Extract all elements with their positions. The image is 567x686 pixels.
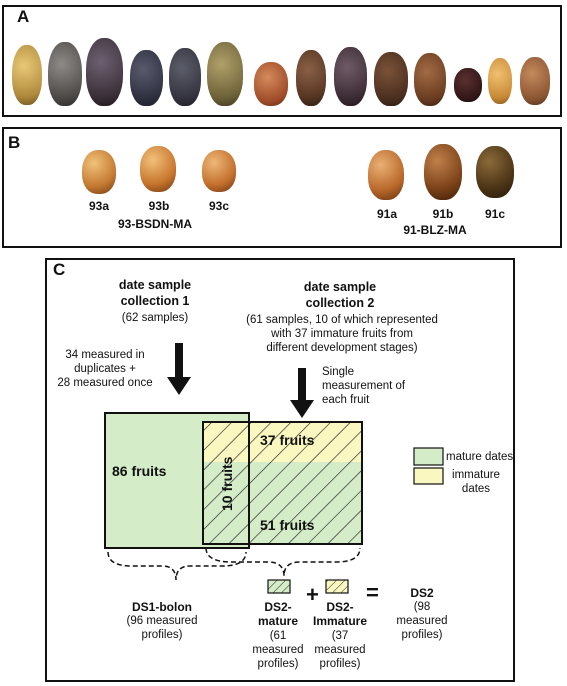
collection1-title: date sample collection 1 (118, 278, 192, 308)
date-fruit-image (140, 146, 176, 192)
date-fruit-image (130, 50, 163, 106)
box-collection2-outline (202, 421, 363, 545)
sample-label-93a: 93a (88, 199, 110, 213)
legend-immature-label: immature dates (452, 469, 500, 495)
ds2-description: (98 measured profiles) (396, 601, 448, 641)
date-fruit-image (476, 146, 514, 198)
legend-mature-label: mature dates (446, 451, 514, 463)
group-label-93-bsdn-ma: 93-BSDN-MA (117, 217, 192, 231)
sample-label-93b: 93b (148, 199, 170, 213)
date-fruit-image (12, 45, 42, 105)
panel-a-label: A (17, 7, 30, 26)
label-86-fruits: 86 fruits (112, 463, 167, 479)
collection2-title: date sample collection 2 (303, 280, 377, 310)
ds1-name: DS1-bolon (132, 600, 192, 614)
panel-b-label: B (8, 133, 21, 152)
collection2-description: (61 samples, 10 of which represented wit… (246, 314, 438, 354)
date-fruit-image (374, 52, 408, 106)
ds2-immature-name: DS2- Immature (312, 600, 368, 628)
collection1-count: (62 samples) (121, 312, 189, 324)
label-51-fruits: 51 fruits (260, 517, 315, 533)
date-fruit-image (82, 150, 116, 194)
sample-label-91a: 91a (376, 207, 398, 221)
brace-ds1 (107, 551, 247, 581)
sample-label-91c: 91c (484, 207, 506, 221)
date-fruit-image (454, 68, 482, 102)
group-label-91-blz-ma: 91-BLZ-MA (403, 223, 467, 237)
sample-label-91b: 91b (432, 207, 454, 221)
date-fruit-image (424, 144, 462, 200)
date-fruit-image (488, 58, 512, 104)
ds1-description: (96 measured profiles) (126, 615, 198, 641)
date-fruit-image (48, 42, 82, 106)
sample-label-93c: 93c (208, 199, 230, 213)
brace-ds2 (205, 547, 361, 577)
date-fruit-image (520, 57, 550, 105)
collection1-measurement-note: 34 measured in duplicates + 28 measured … (57, 349, 153, 389)
date-fruit-image (254, 62, 288, 106)
date-fruit-image (202, 150, 236, 192)
date-fruit-image (207, 42, 243, 106)
legend-mature-swatch (413, 447, 444, 466)
date-fruit-image (86, 38, 123, 106)
ds2-immature-description: (37 measured profiles) (314, 630, 366, 670)
box-collection1-outline (104, 412, 250, 549)
ds2-name: DS2 (410, 586, 434, 600)
collection2-measurement-note: Single measurement of each fruit (322, 366, 406, 406)
date-fruit-image (296, 50, 326, 106)
ds2-mature-name: DS2- mature (257, 600, 298, 628)
ds2-mature-description: (61 measured profiles) (252, 630, 304, 670)
plus-sign: + (306, 582, 319, 607)
legend-immature-swatch (413, 467, 444, 485)
label-37-fruits: 37 fruits (260, 432, 315, 448)
panel-c-label: C (53, 260, 66, 279)
date-fruit-image (368, 150, 404, 200)
box-collection2-hatch (203, 422, 362, 544)
equals-sign: = (366, 580, 379, 605)
label-10-fruits: 10 fruits (219, 456, 235, 511)
date-fruit-image (334, 47, 367, 106)
date-fruit-image (414, 53, 446, 106)
date-fruit-image (169, 48, 201, 106)
